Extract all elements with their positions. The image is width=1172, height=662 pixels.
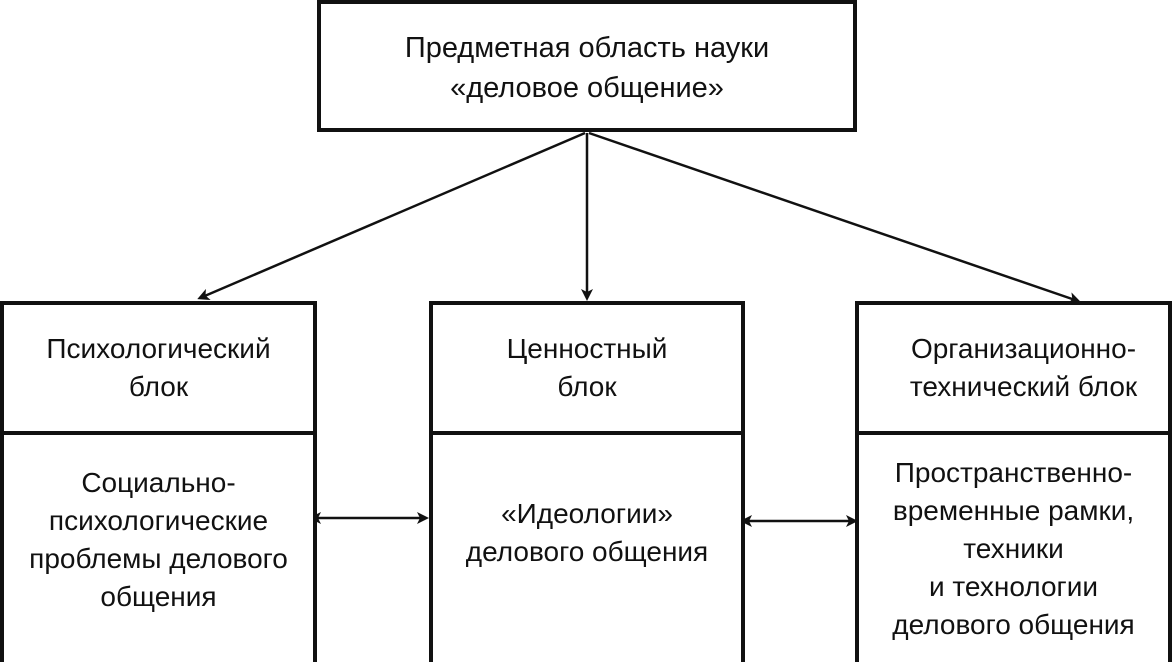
organizational-block-header: Организационно- технический блок [859,305,1168,435]
value-block-header: Ценностный блок [433,305,741,435]
psychological-block: Психологический блок Социально- психолог… [0,301,317,662]
organizational-block: Организационно- технический блок Простра… [855,301,1172,662]
value-block-content: «Идеологии» делового общения [465,497,709,567]
psychological-block-title: Психологический блок [46,333,271,402]
root-label: Предметная область науки «деловое общени… [404,32,770,104]
arrow-root-to-organizational [588,131,1081,304]
arrow-root-to-psychological [197,131,586,300]
value-block-body: «Идеологии» делового общения [433,435,741,662]
root-box: Предметная область науки «деловое общени… [317,0,857,132]
organizational-block-body: Пространственно- временные рамки, техник… [859,435,1168,662]
psychological-block-header: Психологический блок [4,305,313,435]
value-block: Ценностный блок «Идеологии» делового общ… [429,301,745,662]
psychological-block-content: Социально- психологические проблемы дело… [29,466,288,612]
value-block-title: Ценностный блок [506,333,668,402]
psychological-block-body: Социально- психологические проблемы дело… [4,435,313,662]
organizational-block-content: Пространственно- временные рамки, техник… [892,456,1135,640]
organizational-block-title: Организационно- технический блок [909,333,1138,402]
